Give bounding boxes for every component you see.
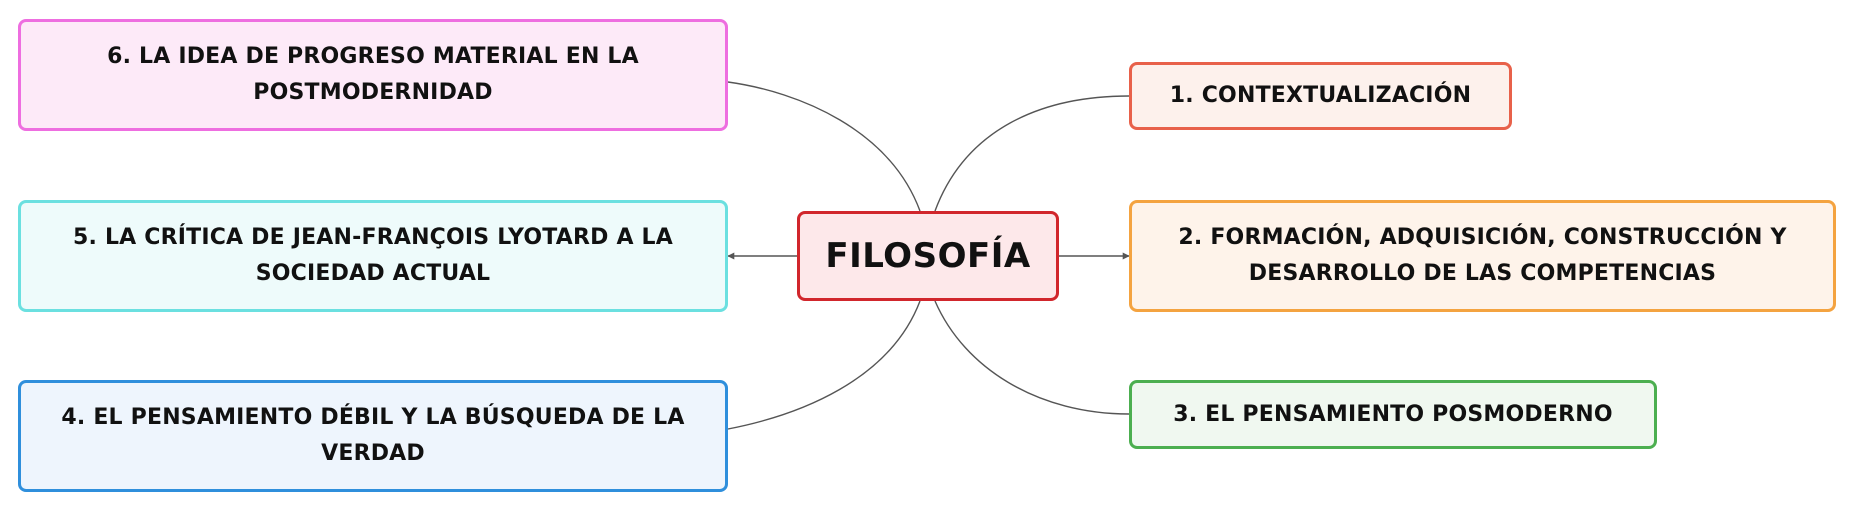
branch-1-contextualizacion[interactable]: 1. CONTEXTUALIZACIÓN bbox=[1129, 62, 1512, 130]
branch-5-critica-lyotard[interactable]: 5. LA CRÍTICA DE JEAN-FRANÇOIS LYOTARD A… bbox=[18, 200, 728, 312]
branch-3-pensamiento-posmoderno[interactable]: 3. EL PENSAMIENTO POSMODERNO bbox=[1129, 380, 1657, 449]
connector-branch-3 bbox=[934, 300, 1130, 415]
central-topic[interactable]: FILOSOFÍA bbox=[797, 211, 1059, 301]
connector-branch-6 bbox=[727, 81, 921, 212]
connector-branch-4 bbox=[727, 300, 921, 430]
connector-branch-1 bbox=[934, 95, 1130, 212]
branch-6-progreso-material[interactable]: 6. LA IDEA DE PROGRESO MATERIAL EN LA PO… bbox=[18, 19, 728, 131]
branch-2-competencias[interactable]: 2. FORMACIÓN, ADQUISICIÓN, CONSTRUCCIÓN … bbox=[1129, 200, 1836, 312]
branch-4-pensamiento-debil[interactable]: 4. EL PENSAMIENTO DÉBIL Y LA BÚSQUEDA DE… bbox=[18, 380, 728, 492]
